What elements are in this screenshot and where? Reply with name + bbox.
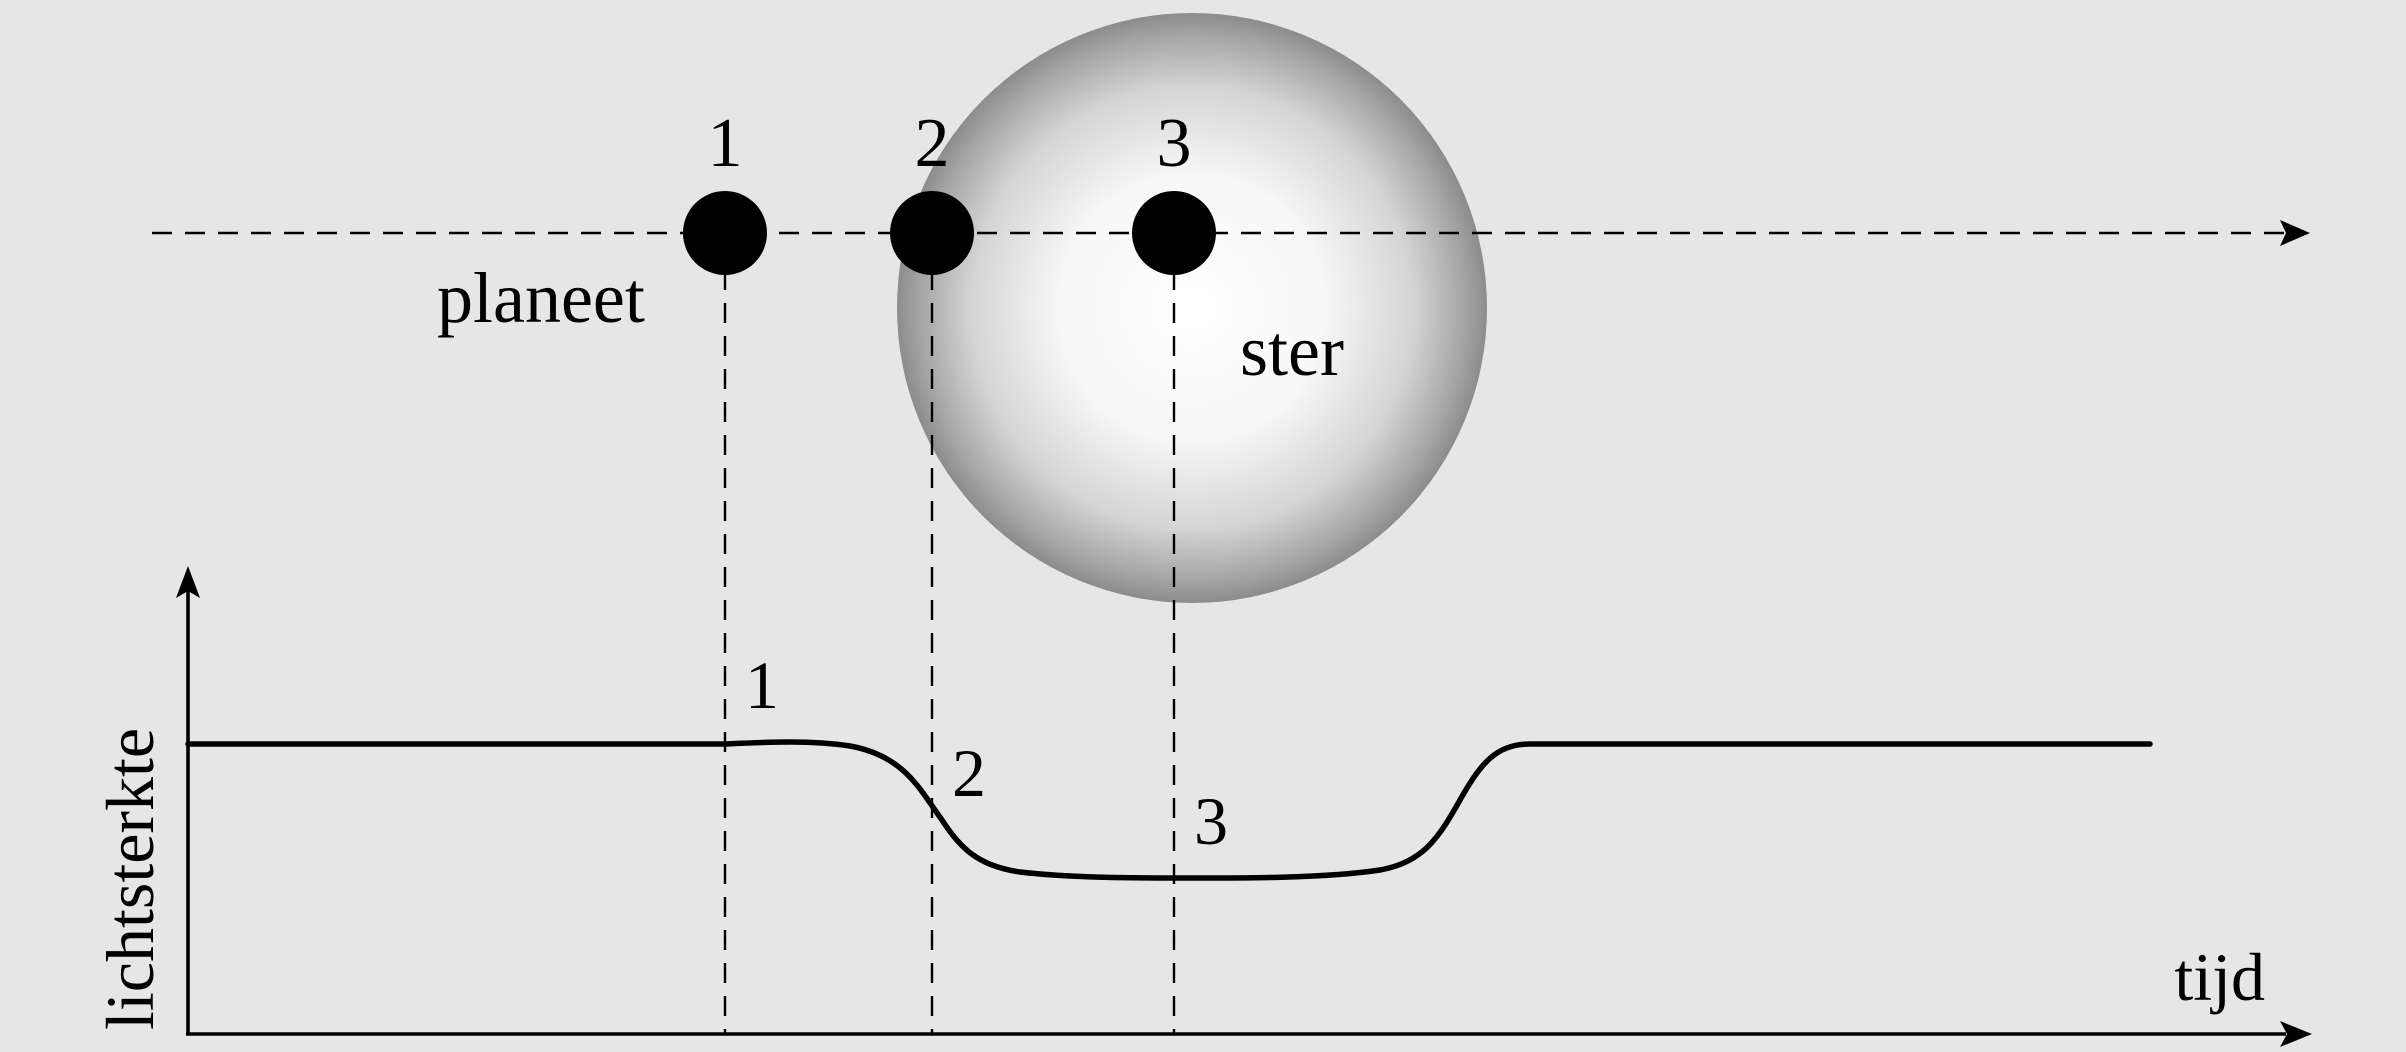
curve-label-1: 1 bbox=[745, 647, 779, 723]
light-curve bbox=[185, 739, 2153, 881]
marker-label-2: 2 bbox=[915, 105, 950, 182]
planet-position-1 bbox=[683, 191, 767, 275]
planet-position-3 bbox=[1132, 191, 1216, 275]
star bbox=[897, 13, 1487, 603]
orbit-arrowhead bbox=[2280, 220, 2310, 246]
marker-label-1: 1 bbox=[708, 105, 743, 182]
x-axis-label: tijd bbox=[2174, 939, 2265, 1015]
y-axis-arrowhead bbox=[176, 566, 200, 598]
planet-position-2 bbox=[890, 191, 974, 275]
curve-label-3: 3 bbox=[1194, 783, 1228, 859]
star-label: ster bbox=[1240, 311, 1344, 391]
x-axis-arrowhead bbox=[2280, 1021, 2312, 1047]
planet-label: planeet bbox=[437, 258, 645, 338]
marker-label-3: 3 bbox=[1157, 105, 1192, 182]
curve-label-2: 2 bbox=[952, 735, 986, 811]
y-axis-label: lichtsterkte bbox=[92, 728, 168, 1030]
